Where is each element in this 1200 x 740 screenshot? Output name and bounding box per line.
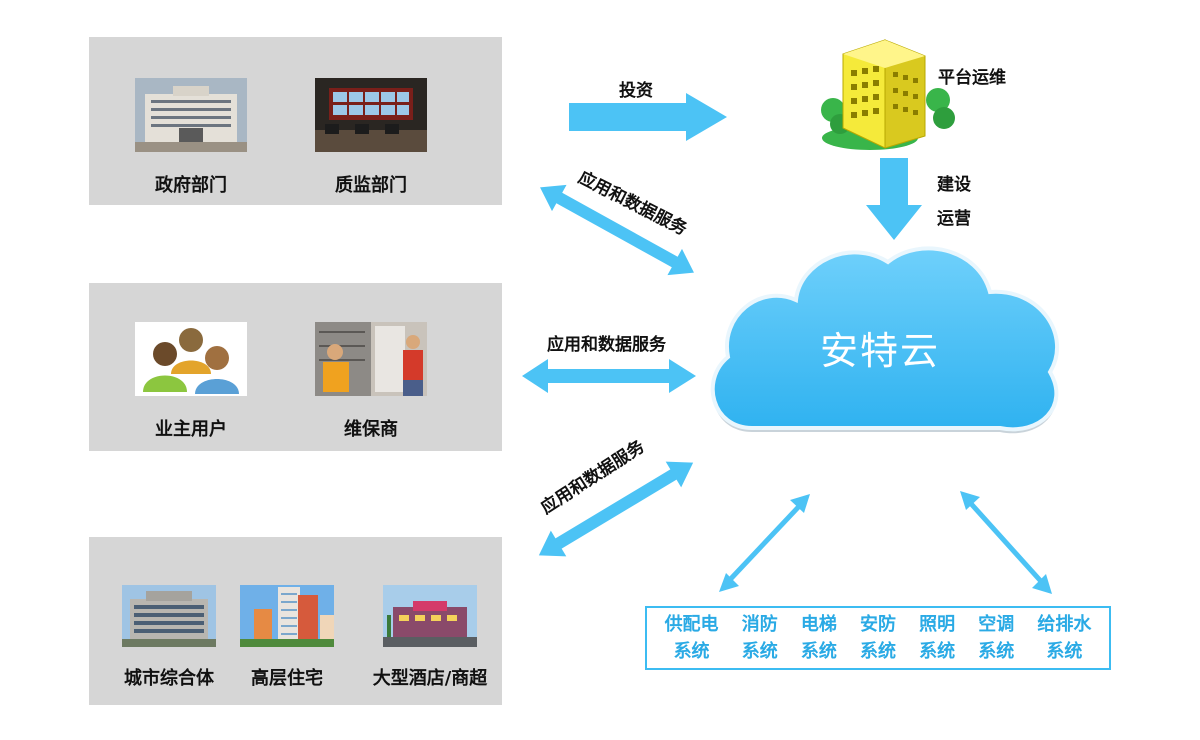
- cloud-title: 安特云: [819, 329, 940, 373]
- service-arrow-2: [522, 359, 696, 393]
- group-label-hotel-mall: 大型酒店/商超: [372, 668, 488, 689]
- build-label: 建设: [937, 175, 971, 195]
- group-label-urban-complex: 城市综合体: [124, 668, 214, 689]
- technician-photo: [315, 322, 427, 396]
- users-group-icon: [135, 322, 247, 396]
- highrise-photo: [240, 585, 334, 647]
- group-label-owner-users: 业主用户: [155, 419, 227, 440]
- system-fire-protection: 消防 系统: [742, 611, 778, 665]
- systems-box: 供配电 系统 消防 系统 电梯 系统 安防 系统 照明 系统 空调 系统 给排水…: [645, 606, 1111, 670]
- owner-group-panel: 业主用户 维保商: [89, 283, 502, 451]
- system-air-conditioning: 空调 系统: [978, 611, 1014, 665]
- system-name: 给排水: [1037, 614, 1092, 635]
- build-arrow: [866, 158, 922, 240]
- control-room-photo: [315, 78, 427, 152]
- system-suffix: 系统: [673, 641, 710, 662]
- system-suffix: 系统: [978, 641, 1015, 662]
- group-label-highrise: 高层住宅: [251, 668, 323, 689]
- system-name: 供配电: [664, 614, 719, 635]
- service-arrow-1: [540, 184, 694, 276]
- operate-label: 运营: [937, 209, 971, 229]
- complex-building-photo: [122, 585, 216, 647]
- system-arrow-right: [960, 491, 1052, 594]
- building-group-panel: 城市综合体 高层住宅 大型酒店/商超: [89, 537, 502, 705]
- office-building-icon: [821, 39, 955, 150]
- system-elevator: 电梯 系统: [801, 611, 837, 665]
- group-label-government: 政府部门: [155, 175, 227, 196]
- system-suffix: 系统: [1046, 641, 1083, 662]
- system-suffix: 系统: [741, 641, 778, 662]
- invest-arrow: [569, 93, 727, 141]
- service-label-2: 应用和数据服务: [547, 335, 666, 355]
- system-lighting: 照明 系统: [919, 611, 955, 665]
- hotel-mall-photo: [383, 585, 477, 647]
- system-name: 照明: [919, 614, 956, 635]
- system-water-drainage: 给排水 系统: [1037, 611, 1091, 665]
- group-label-quality-supervision: 质监部门: [335, 175, 407, 196]
- system-arrow-left: [719, 494, 810, 592]
- system-power-supply: 供配电 系统: [665, 611, 719, 665]
- system-name: 电梯: [800, 614, 837, 635]
- system-name: 消防: [741, 614, 778, 635]
- service-arrow-3: [538, 461, 694, 557]
- system-suffix: 系统: [859, 641, 896, 662]
- system-suffix: 系统: [919, 641, 956, 662]
- system-suffix: 系统: [800, 641, 837, 662]
- system-name: 空调: [978, 614, 1015, 635]
- government-building-photo: [135, 78, 247, 152]
- government-group-panel: 政府部门 质监部门: [89, 37, 502, 205]
- group-label-maintenance: 维保商: [344, 419, 398, 440]
- system-security: 安防 系统: [860, 611, 896, 665]
- platform-ops-label: 平台运维: [938, 68, 1006, 88]
- invest-label: 投资: [619, 81, 653, 101]
- system-name: 安防: [859, 614, 896, 635]
- cloud-shape: [710, 246, 1060, 434]
